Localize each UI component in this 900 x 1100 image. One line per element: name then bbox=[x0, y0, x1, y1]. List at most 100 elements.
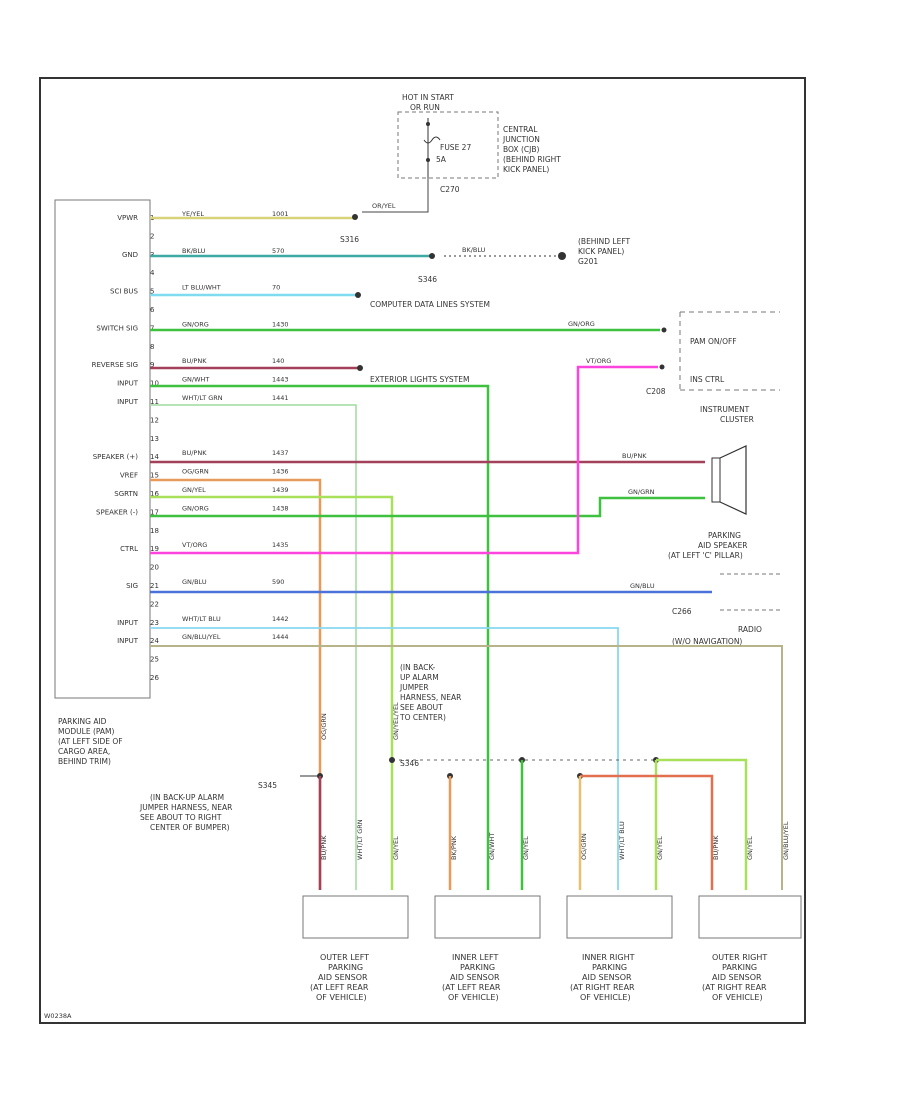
pin-number: 4 bbox=[150, 269, 155, 277]
pin-circuit-number: 590 bbox=[272, 578, 284, 586]
pin-number: 11 bbox=[150, 398, 159, 406]
sensor-caption-line: (AT RIGHT REAR bbox=[702, 983, 767, 992]
pin-function-label: VPWR bbox=[117, 214, 138, 222]
cluster-ctrl-label: INS CTRL bbox=[690, 375, 725, 384]
sensor-caption-line: OUTER RIGHT bbox=[712, 953, 767, 962]
fuse-icon bbox=[423, 136, 441, 144]
vertical-wire-label: OG/GRN bbox=[320, 713, 328, 740]
speaker-icon bbox=[719, 445, 747, 515]
pin-number: 18 bbox=[150, 527, 159, 535]
cluster-connector-label: C208 bbox=[646, 387, 666, 396]
module-caption-line: (AT LEFT SIDE OF bbox=[58, 737, 123, 746]
ground-name: G201 bbox=[578, 257, 598, 266]
pin-circuit-number: 1439 bbox=[272, 486, 289, 494]
jumper-splice-name: S345 bbox=[258, 781, 277, 790]
pin-function-label: CTRL bbox=[120, 545, 138, 553]
pin-function-label: INPUT bbox=[117, 380, 139, 388]
cluster-switch-label: PAM ON/OFF bbox=[690, 337, 737, 346]
pin-number: 7 bbox=[150, 324, 154, 332]
ground-note: KICK PANEL) bbox=[578, 247, 624, 256]
vertical-wire-label: GN/YEL bbox=[656, 836, 664, 860]
pin-number: 9 bbox=[150, 361, 154, 369]
pin-function-label: SPEAKER (-) bbox=[96, 508, 138, 516]
pin-wire-color: GN/WHT bbox=[182, 376, 209, 384]
pam-pin-row: 12 bbox=[150, 416, 159, 424]
sensor-caption-line: PARKING bbox=[722, 963, 757, 972]
pin-circuit-number: 1001 bbox=[272, 210, 289, 218]
pin-number: 23 bbox=[150, 619, 159, 627]
vertical-wire-label: GN/YEL bbox=[522, 836, 530, 860]
pin-function-label: INPUT bbox=[117, 637, 139, 645]
module-caption-line: MODULE (PAM) bbox=[58, 727, 115, 736]
sensor-caption-line: (AT LEFT REAR bbox=[310, 983, 369, 992]
pin-function-label: REVERSE SIG bbox=[92, 361, 138, 369]
pin-wire-color: YE/YEL bbox=[181, 210, 204, 218]
pin-wire-color: BU/PNK bbox=[182, 449, 207, 457]
pin-number: 5 bbox=[150, 288, 154, 296]
sensor-box-inner-left bbox=[434, 895, 541, 939]
pin-number: 8 bbox=[150, 343, 154, 351]
cjb-label: (BEHIND RIGHT bbox=[503, 155, 561, 164]
jumper-note: HARNESS, NEAR bbox=[400, 693, 461, 702]
vertical-wire-label: WHT/LT GRN bbox=[356, 819, 364, 860]
vertical-wire-label: BU/PNK bbox=[712, 835, 720, 860]
fuse-label: FUSE 27 bbox=[440, 143, 471, 152]
pin-wire-color: OG/GRN bbox=[182, 468, 209, 476]
pin-function-label: SPEAKER (+) bbox=[93, 453, 139, 461]
cluster-title: INSTRUMENT bbox=[700, 405, 750, 414]
sensor-group: OUTER LEFT PARKING AID SENSOR (AT LEFT R… bbox=[302, 895, 802, 1002]
pin-number: 19 bbox=[150, 545, 159, 553]
vertical-wire-label: GN/YEL bbox=[746, 836, 754, 860]
cluster-title: CLUSTER bbox=[720, 415, 754, 424]
splice-s346-label: S346 bbox=[418, 275, 437, 284]
pin-number: 26 bbox=[150, 674, 159, 682]
jumper-notes: (IN BACK- UP ALARM JUMPER HARNESS, NEAR … bbox=[139, 663, 461, 832]
pin-function-label: GND bbox=[122, 251, 138, 259]
pin-wire-color: BU/PNK bbox=[182, 357, 207, 365]
radio-title: RADIO bbox=[738, 625, 762, 634]
sensor-box-inner-right bbox=[566, 895, 673, 939]
parking-aid-speaker: PARKING AID SPEAKER (AT LEFT 'C' PILLAR) bbox=[668, 445, 780, 575]
sensor-caption-line: OUTER LEFT bbox=[320, 953, 369, 962]
pin-circuit-number: 1436 bbox=[272, 468, 289, 476]
pin-wire-color: GN/ORG bbox=[182, 320, 209, 328]
exterior-lights-ref: EXTERIOR LIGHTS SYSTEM bbox=[370, 375, 469, 384]
pin-wire-color: GN/BLU/YEL bbox=[182, 633, 221, 641]
vertical-wire-label: GN/WHT bbox=[488, 833, 496, 860]
pam-pin-row: 6 bbox=[150, 306, 155, 314]
sensor-caption-line: PARKING bbox=[592, 963, 627, 972]
pam-pin-row: 13 bbox=[150, 435, 159, 443]
pam-pin-row: 25 bbox=[150, 656, 159, 664]
pin-wire-color: GN/BLU bbox=[182, 578, 207, 586]
vertical-wire-label: BU/PNK bbox=[320, 835, 328, 860]
sensor-caption-line: INNER LEFT bbox=[452, 953, 498, 962]
fuse-connector-label: C270 bbox=[440, 185, 460, 194]
cjb-box bbox=[397, 111, 499, 179]
pin-number: 12 bbox=[150, 416, 159, 424]
vertical-wire-label: GN/BLU/YEL bbox=[782, 821, 790, 860]
pin-number: 13 bbox=[150, 435, 159, 443]
module-caption: PARKING AID MODULE (PAM) (AT LEFT SIDE O… bbox=[58, 717, 123, 766]
pin-number: 10 bbox=[150, 380, 159, 388]
ground-icon bbox=[558, 252, 566, 260]
pin-function-label: SGRTN bbox=[114, 490, 138, 498]
pin-circuit-number: 570 bbox=[272, 247, 284, 255]
pin-circuit-number: 1443 bbox=[272, 376, 289, 384]
splice-dot bbox=[352, 214, 358, 220]
vertical-wire-labels: OG/GRN GN/YEL/YEL BU/PNK WHT/LT GRN GN/Y… bbox=[320, 702, 790, 860]
sensor-box-outer-left bbox=[302, 895, 409, 939]
pin-circuit-number: 1438 bbox=[272, 504, 289, 512]
sensor-caption-line: PARKING bbox=[460, 963, 495, 972]
sensor-caption-line: (AT RIGHT REAR bbox=[570, 983, 635, 992]
radio-subtitle: (W/O NAVIGATION) bbox=[672, 637, 742, 646]
fuse-box-group: HOT IN START OR RUN FUSE 27 5A CENTRAL J… bbox=[362, 93, 561, 213]
speaker-title: AID SPEAKER bbox=[698, 541, 748, 550]
